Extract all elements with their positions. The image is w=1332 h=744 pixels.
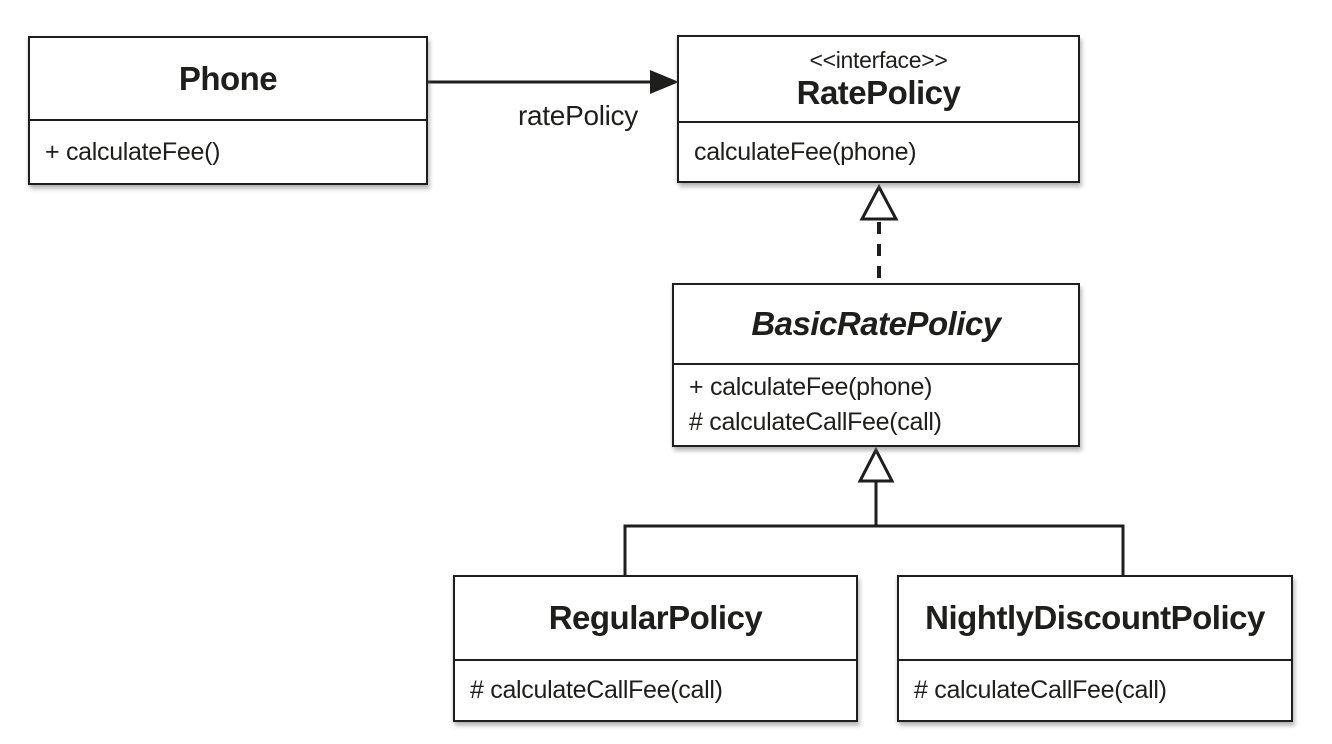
- class-box-phone: Phone + calculateFee(): [28, 36, 428, 185]
- class-name-phone: Phone: [178, 59, 278, 97]
- class-title-phone: Phone: [30, 38, 426, 121]
- class-box-ratepolicy: <<interface>> RatePolicy calculateFee(ph…: [677, 35, 1080, 183]
- class-title-ratepolicy: <<interface>> RatePolicy: [679, 37, 1078, 123]
- class-methods-ratepolicy: calculateFee(phone): [679, 123, 1078, 181]
- method-item: calculateFee(phone): [694, 137, 917, 166]
- association-arrowhead-icon: [650, 70, 679, 94]
- class-name-ratepolicy: RatePolicy: [796, 73, 961, 111]
- association-label: ratePolicy: [518, 100, 638, 131]
- generalization-triangle-icon: [857, 446, 895, 483]
- class-title-nightlydiscountpolicy: NightlyDiscountPolicy: [899, 577, 1291, 661]
- realization-triangle-icon: [859, 183, 899, 221]
- method-item: # calculateCallFee(call): [689, 408, 942, 436]
- class-name-regularpolicy: RegularPolicy: [548, 599, 763, 636]
- class-box-regularpolicy: RegularPolicy # calculateCallFee(call): [453, 575, 858, 722]
- class-methods-phone: + calculateFee(): [30, 121, 426, 183]
- class-title-basicratepolicy: BasicRatePolicy: [674, 285, 1078, 365]
- method-item: # calculateCallFee(call): [914, 676, 1167, 704]
- stereotype-label: <<interface>>: [809, 46, 948, 73]
- class-methods-regularpolicy: # calculateCallFee(call): [455, 661, 856, 720]
- class-name-basicratepolicy: BasicRatePolicy: [751, 305, 1001, 342]
- method-item: # calculateCallFee(call): [470, 676, 723, 704]
- method-item: + calculateFee(): [45, 137, 221, 166]
- class-name-nightlydiscountpolicy: NightlyDiscountPolicy: [925, 599, 1265, 636]
- class-methods-basicratepolicy: + calculateFee(phone) # calculateCallFee…: [674, 365, 1078, 445]
- class-box-basicratepolicy: BasicRatePolicy + calculateFee(phone) # …: [672, 283, 1080, 447]
- generalization-connector: [623, 524, 1125, 576]
- class-box-nightlydiscountpolicy: NightlyDiscountPolicy # calculateCallFee…: [897, 575, 1293, 722]
- class-methods-nightlydiscountpolicy: # calculateCallFee(call): [899, 661, 1291, 720]
- method-item: + calculateFee(phone): [689, 373, 933, 401]
- class-title-regularpolicy: RegularPolicy: [455, 577, 856, 661]
